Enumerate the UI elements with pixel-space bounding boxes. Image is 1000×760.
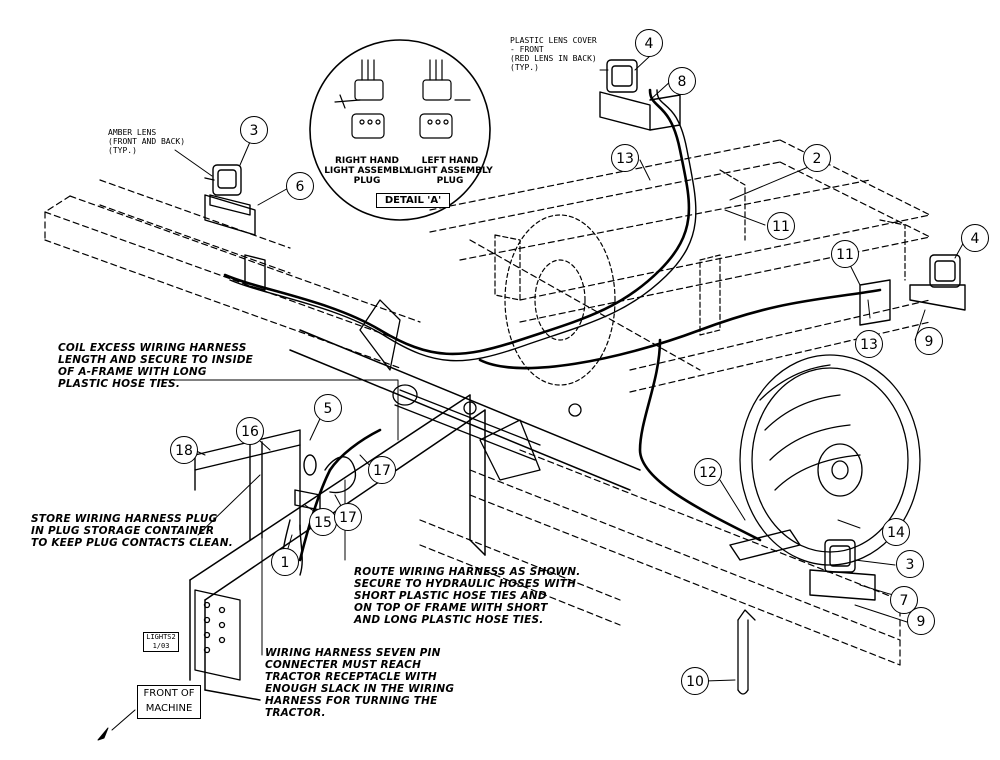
drawing-id-stamp: LIGHTS2 1/03 bbox=[143, 632, 179, 652]
front-of-machine-label: FRONT OF MACHINE bbox=[137, 685, 201, 719]
callout-4: 4 bbox=[961, 224, 989, 252]
right-light-assembly bbox=[859, 254, 966, 326]
callout-17: 17 bbox=[368, 456, 396, 484]
frame-uprights bbox=[494, 169, 906, 336]
callout-12: 12 bbox=[694, 458, 722, 486]
detail-left-plug-label: LEFT HAND LIGHT ASSEMBLY PLUG bbox=[407, 156, 493, 186]
wiring-harness bbox=[223, 88, 882, 562]
left-hand-plug-drawing bbox=[419, 59, 471, 139]
callout-11: 11 bbox=[831, 240, 859, 268]
right-hand-plug-drawing bbox=[334, 59, 385, 139]
detail-a-title: DETAIL 'A' bbox=[376, 193, 450, 208]
note-plastic-lens: PLASTIC LENS COVER - FRONT (RED LENS IN … bbox=[510, 36, 597, 72]
callout-1: 1 bbox=[271, 548, 299, 576]
detail-a-circle bbox=[309, 39, 491, 221]
front-wheel bbox=[739, 354, 921, 566]
callout-18: 18 bbox=[170, 436, 198, 464]
callout-11: 11 bbox=[767, 212, 795, 240]
callout-8: 8 bbox=[668, 67, 696, 95]
callout-13: 13 bbox=[611, 144, 639, 172]
callout-9: 9 bbox=[915, 327, 943, 355]
callout-15: 15 bbox=[309, 508, 337, 536]
hydraulic-cylinder bbox=[359, 299, 582, 481]
hitch-plate bbox=[194, 589, 241, 681]
leader-lines bbox=[111, 69, 609, 731]
left-light-assembly bbox=[204, 164, 266, 291]
callout-14: 14 bbox=[882, 518, 910, 546]
a-frame bbox=[189, 329, 641, 701]
safety-chain bbox=[737, 609, 756, 695]
note-coil-excess: COIL EXCESS WIRING HARNESS LENGTH AND SE… bbox=[58, 342, 254, 390]
callout-5: 5 bbox=[314, 394, 342, 422]
callout-4: 4 bbox=[635, 29, 663, 57]
callout-13: 13 bbox=[855, 330, 883, 358]
callout-9: 9 bbox=[907, 607, 935, 635]
callout-10: 10 bbox=[681, 667, 709, 695]
hitch-jack-stand bbox=[194, 429, 357, 576]
front-arrow bbox=[97, 727, 109, 741]
note-seven-pin: WIRING HARNESS SEVEN PIN CONNECTER MUST … bbox=[265, 647, 455, 719]
callout-3: 3 bbox=[240, 116, 268, 144]
note-route-harness: ROUTE WIRING HARNESS AS SHOWN. SECURE TO… bbox=[354, 566, 581, 626]
callout-3: 3 bbox=[896, 550, 924, 578]
note-amber-lens: AMBER LENS (FRONT AND BACK) (TYP.) bbox=[108, 128, 186, 155]
note-store-plug: STORE WIRING HARNESS PLUG IN PLUG STORAG… bbox=[31, 513, 233, 549]
callout-6: 6 bbox=[286, 172, 314, 200]
left-toolbar bbox=[44, 179, 421, 369]
callout-17: 17 bbox=[334, 503, 362, 531]
top-right-light-assembly bbox=[599, 59, 681, 131]
right-rear-frame bbox=[429, 139, 931, 393]
detail-right-plug-label: RIGHT HAND LIGHT ASSEMBLY PLUG bbox=[324, 156, 410, 186]
callout-2: 2 bbox=[803, 144, 831, 172]
front-right-light-assembly bbox=[729, 529, 876, 601]
rear-wheel bbox=[504, 214, 616, 386]
callout-16: 16 bbox=[236, 417, 264, 445]
